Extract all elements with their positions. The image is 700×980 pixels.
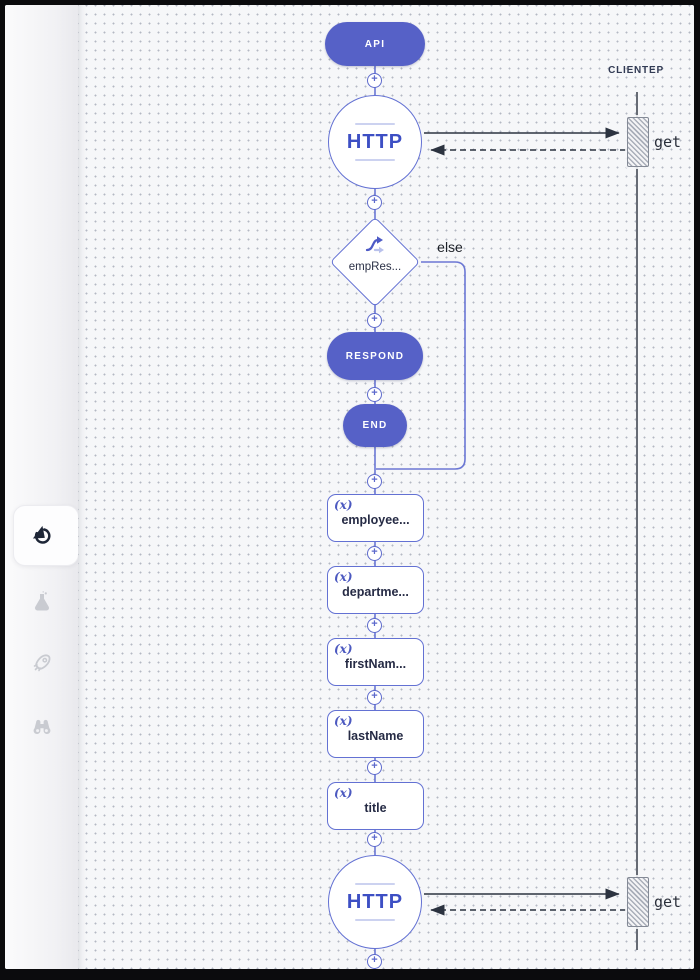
variable-node[interactable]: (x) title	[327, 782, 424, 830]
endpoint-call-label: get	[654, 133, 682, 151]
sidebar-item-deploy[interactable]	[5, 635, 78, 691]
end-node-label: END	[362, 420, 388, 431]
diagram-canvas: CLIENTEP get get API HTTP empRes... else	[78, 5, 694, 969]
add-node-button[interactable]: +	[367, 832, 382, 847]
endpoint-call-label: get	[654, 893, 682, 911]
decorative-line	[355, 919, 395, 921]
add-node-button[interactable]: +	[367, 387, 382, 402]
http-node-label: HTTP	[346, 130, 404, 153]
else-branch-line	[376, 261, 466, 470]
add-node-button[interactable]: +	[367, 954, 382, 969]
flask-icon	[34, 591, 49, 611]
sidebar-item-observe[interactable]	[5, 699, 78, 755]
respond-node[interactable]: RESPOND	[327, 332, 423, 380]
active-tab-highlight	[13, 505, 79, 566]
left-sidebar	[5, 5, 79, 969]
variable-node[interactable]: (x) employee...	[327, 494, 424, 542]
decorative-line	[355, 883, 395, 885]
activation-box-top[interactable]	[627, 117, 649, 167]
variable-name: employee...	[341, 513, 410, 527]
branch-icon	[365, 236, 384, 254]
variable-icon: (x)	[334, 714, 353, 728]
add-node-button[interactable]: +	[367, 474, 382, 489]
decision-node-content[interactable]: empRes...	[333, 234, 417, 273]
variable-node[interactable]: (x) departme...	[327, 566, 424, 614]
decision-node-label: empRes...	[348, 261, 402, 273]
http-connector-node-bottom[interactable]: HTTP	[328, 855, 422, 949]
variable-icon: (x)	[334, 570, 353, 584]
decorative-line	[355, 123, 395, 125]
start-node[interactable]: API	[325, 22, 425, 66]
flow-diagram-icon	[32, 525, 51, 544]
add-node-button[interactable]: +	[367, 313, 382, 328]
variable-node[interactable]: (x) firstNam...	[327, 638, 424, 686]
variable-icon: (x)	[334, 498, 353, 512]
add-node-button[interactable]: +	[367, 73, 382, 88]
variable-icon: (x)	[334, 786, 353, 800]
add-node-button[interactable]: +	[367, 618, 382, 633]
variable-name: firstNam...	[344, 657, 407, 671]
app-window: CLIENTEP get get API HTTP empRes... else	[5, 5, 694, 969]
binoculars-icon	[33, 719, 50, 735]
add-node-button[interactable]: +	[367, 690, 382, 705]
rocket-icon	[33, 654, 50, 672]
add-node-button[interactable]: +	[367, 546, 382, 561]
http-connector-node-top[interactable]: HTTP	[328, 95, 422, 189]
activation-box-bottom[interactable]	[627, 877, 649, 927]
respond-node-label: RESPOND	[345, 350, 405, 362]
variable-node[interactable]: (x) lastName	[327, 710, 424, 758]
add-node-button[interactable]: +	[367, 195, 382, 210]
variable-name: title	[364, 801, 387, 815]
end-node[interactable]: END	[343, 404, 407, 447]
variable-name: lastName	[347, 729, 404, 743]
endpoint-title: CLIENTEP	[608, 65, 664, 76]
add-node-button[interactable]: +	[367, 760, 382, 775]
start-node-label: API	[364, 38, 386, 50]
sidebar-item-diagram[interactable]	[5, 507, 78, 563]
decorative-line	[355, 159, 395, 161]
else-branch-label: else	[437, 239, 463, 255]
variable-icon: (x)	[334, 642, 353, 656]
variable-name: departme...	[342, 585, 409, 599]
http-node-label: HTTP	[346, 890, 404, 913]
sidebar-item-tests[interactable]	[5, 574, 78, 630]
